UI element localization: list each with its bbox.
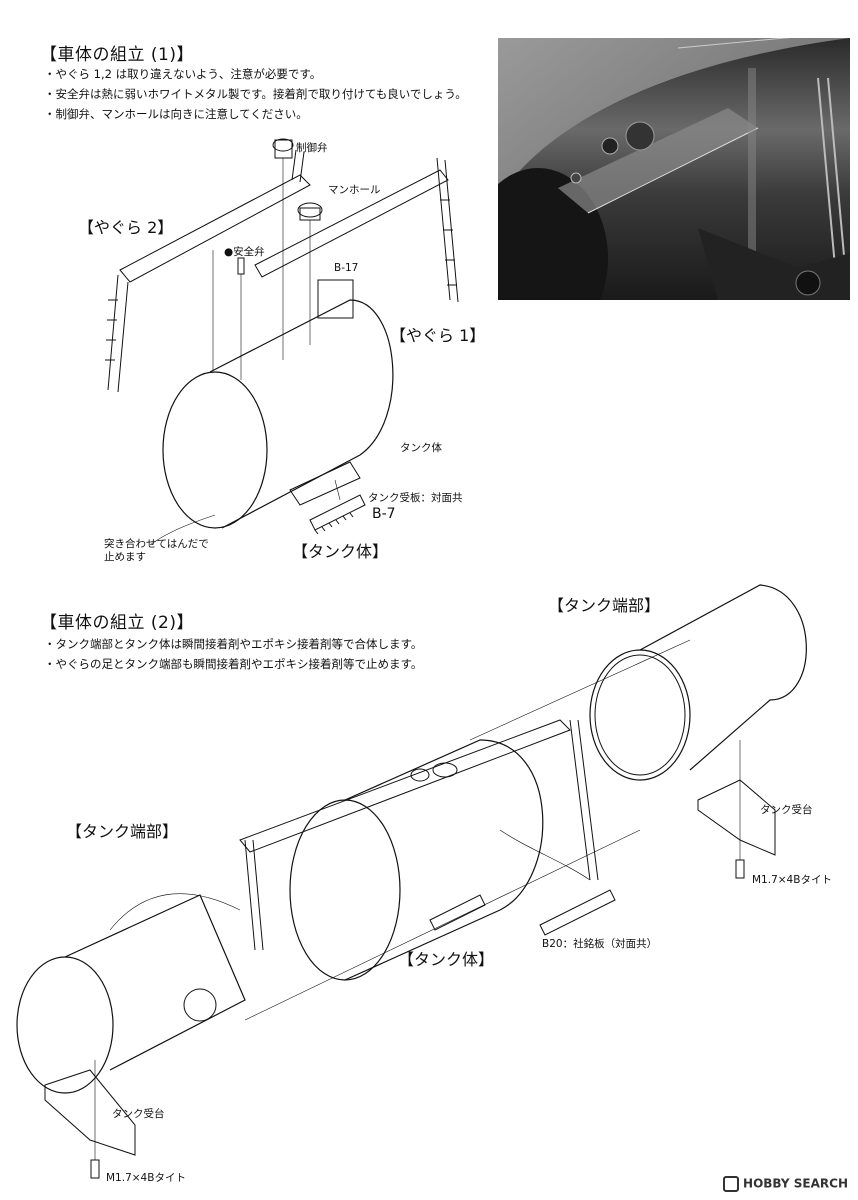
guide-lines-1 <box>149 158 341 546</box>
reference-photo-image <box>498 38 850 300</box>
label-manhole: マンホール <box>328 184 381 196</box>
label-tank-end-left: 【タンク端部】 <box>66 822 179 841</box>
hobby-search-icon <box>723 1176 740 1192</box>
section2-bullet-2: ・やぐらの足とタンク端部も瞬間接着剤やエポキシ接着剤等で止めます。 <box>44 657 423 671</box>
valves-drawing <box>237 138 323 275</box>
section1-bullet-1: ・やぐら 1,2 は取り違えないよう、注意が必要です。 <box>44 67 322 81</box>
label-b17: B-17 <box>334 262 359 274</box>
label-tank-plate: タンク受板：対面共 <box>368 492 463 504</box>
label-b7: B-7 <box>372 506 396 522</box>
label-screw-right: M1.7×4Bタイト <box>752 874 832 886</box>
label-screw-left: M1.7×4Bタイト <box>106 1172 186 1184</box>
label-control-valve: 制御弁 <box>296 142 328 154</box>
label-tank-body-2: 【タンク体】 <box>398 950 495 969</box>
tank-end-left-drawing <box>16 894 246 1094</box>
label-yagura2: 【やぐら 2】 <box>78 218 174 237</box>
reference-photo <box>498 38 850 300</box>
yagura2-drawing <box>105 149 311 393</box>
tank-body-drawing-1 <box>162 299 394 529</box>
yagura1-drawing <box>254 157 459 319</box>
section2-heading: 【車体の組立 (2)】 <box>40 613 194 633</box>
section1-bullet-2: ・安全弁は熱に弱いホワイトメタル製です。接着剤で取り付けても良いでしょう。 <box>44 87 467 101</box>
label-tank-body-big: 【タンク体】 <box>292 542 389 561</box>
nameplate-drawing <box>539 889 616 936</box>
label-solder-note-line1: 突き合わせてはんだで <box>104 538 209 550</box>
label-tank-support-right: タンク受台 <box>760 804 813 816</box>
yagura-assembly-drawing <box>239 719 599 951</box>
watermark-logo: HOBBY SEARCH <box>723 1176 848 1192</box>
tank-end-right-drawing <box>589 584 807 781</box>
watermark-text: HOBBY SEARCH <box>743 1176 848 1191</box>
label-tank-support-left: タンク受台 <box>112 1108 165 1120</box>
tank-support-right-drawing <box>697 740 776 879</box>
section1-heading: 【車体の組立 (1)】 <box>40 45 194 65</box>
label-tank-body-small: タンク体 <box>400 442 442 454</box>
label-solder-note-line2: 止めます <box>104 551 146 563</box>
tank-body-drawing-2 <box>289 739 544 981</box>
label-tank-end-right: 【タンク端部】 <box>548 596 661 615</box>
section2-bullet-1: ・タンク端部とタンク体は瞬間接着剤やエポキシ接着剤等で合体します。 <box>44 637 423 651</box>
tank-support-left-drawing <box>44 1060 136 1179</box>
label-nameplate: B20：社銘板（対面共） <box>542 938 658 950</box>
section1-bullet-3: ・制御弁、マンホールは向きに注意してください。 <box>44 107 308 121</box>
label-safety-valve: ●安全弁 <box>224 246 265 258</box>
tank-plate-drawing <box>309 494 366 535</box>
label-yagura1: 【やぐら 1】 <box>390 326 486 345</box>
guide-lines-2 <box>109 639 691 1021</box>
